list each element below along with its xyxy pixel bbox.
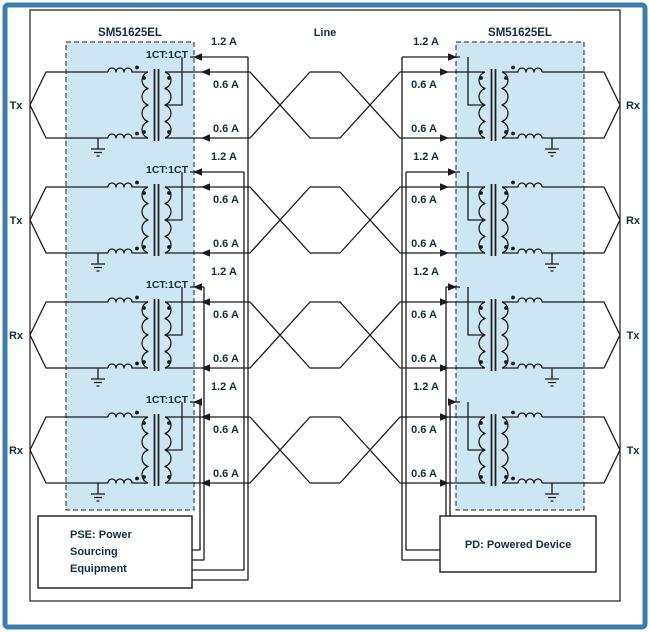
- pse-box: [37, 515, 193, 589]
- pd-box: [439, 515, 597, 573]
- row2-right-tap-current: 1.2 A: [413, 151, 439, 163]
- row3-left-port-label: Rx: [9, 330, 24, 342]
- row1-left-pair2-current: 0.6 A: [213, 123, 239, 135]
- pse-box-line1: PSE: Power: [70, 529, 132, 541]
- row4-right-pair1-current: 0.6 A: [411, 424, 437, 436]
- row1-ratio-label: 1CT:1CT: [146, 49, 189, 61]
- row3-ratio-label: 1CT:1CT: [146, 279, 189, 291]
- row1-right-pair1-current: 0.6 A: [411, 79, 437, 91]
- row2-left-pair2-current: 0.6 A: [213, 238, 239, 250]
- row4-left-pair2-current: 0.6 A: [213, 468, 239, 480]
- row2-left-port-label: Tx: [10, 215, 24, 227]
- row4-left-port-label: Rx: [9, 445, 24, 457]
- left-module-label: SM51625EL: [98, 27, 162, 39]
- line-label: Line: [314, 27, 337, 39]
- row2-ratio-label: 1CT:1CT: [146, 164, 189, 176]
- right-module-label: SM51625EL: [488, 27, 552, 39]
- pse-box-line2: Sourcing: [70, 546, 118, 558]
- row1-right-pair2-current: 0.6 A: [411, 123, 437, 135]
- row4-ratio-label: 1CT:1CT: [146, 394, 189, 406]
- row2-left-tap-current: 1.2 A: [211, 151, 237, 163]
- row4-left-pair1-current: 0.6 A: [213, 424, 239, 436]
- pse-box-line3: Equipment: [70, 563, 127, 575]
- pd-power-bus: [401, 57, 451, 561]
- row4-right-pair2-current: 0.6 A: [411, 468, 437, 480]
- row1-left-pair1-current: 0.6 A: [213, 79, 239, 91]
- row3-left-pair1-current: 0.6 A: [213, 309, 239, 321]
- row4-left-tap-current: 1.2 A: [211, 381, 237, 393]
- row3-left-tap-current: 1.2 A: [211, 266, 237, 278]
- row2-right-pair2-current: 0.6 A: [411, 238, 437, 250]
- row1-left-port-label: Tx: [10, 100, 24, 112]
- row1-right-port-label: Rx: [626, 100, 641, 112]
- row3-right-pair1-current: 0.6 A: [411, 309, 437, 321]
- row3-right-pair2-current: 0.6 A: [411, 353, 437, 365]
- row1-left-tap-current: 1.2 A: [211, 36, 237, 48]
- pd-tap-wires: [402, 56, 460, 403]
- row2-right-pair1-current: 0.6 A: [411, 194, 437, 206]
- row2-left-pair1-current: 0.6 A: [213, 194, 239, 206]
- row3-left-pair2-current: 0.6 A: [213, 353, 239, 365]
- row1-right-tap-current: 1.2 A: [413, 36, 439, 48]
- pse-tap-wires: [190, 56, 248, 403]
- inner-border: [29, 9, 621, 602]
- right-module-region: [455, 41, 585, 511]
- row2-right-port-label: Rx: [626, 215, 641, 227]
- row4-right-tap-current: 1.2 A: [413, 381, 439, 393]
- pd-box-label: PD: Powered Device: [465, 539, 571, 551]
- left-module-region: [65, 41, 195, 511]
- pse-power-bus: [192, 57, 249, 581]
- row3-right-port-label: Tx: [627, 330, 641, 342]
- row4-right-port-label: Tx: [627, 445, 641, 457]
- row3-right-tap-current: 1.2 A: [413, 266, 439, 278]
